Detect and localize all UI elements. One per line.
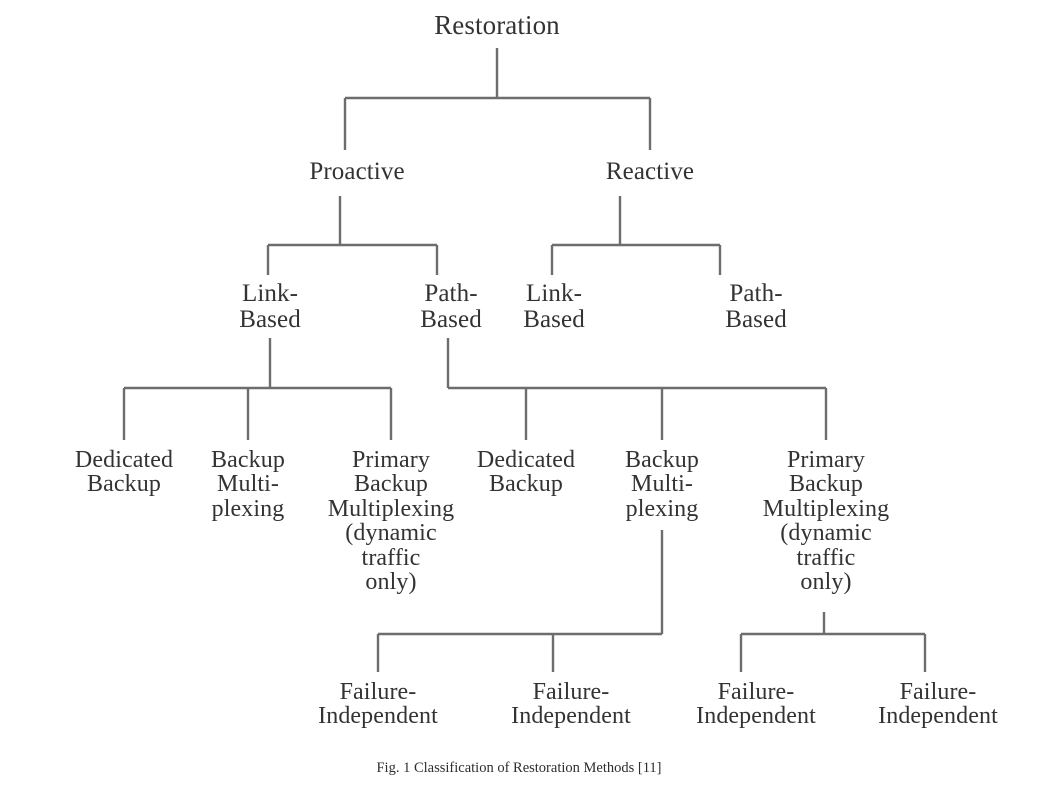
node-failure-independent-3[interactable]: Failure- Independent <box>696 679 816 730</box>
node-reactive-link-based[interactable]: Link- Based <box>523 280 585 333</box>
node-failure-independent-2[interactable]: Failure- Independent <box>511 679 631 730</box>
node-proactive-link-dedicated-backup[interactable]: Dedicated Backup <box>74 447 174 498</box>
node-reactive-path-based[interactable]: Path- Based <box>725 280 787 333</box>
node-proactive-path-backup-multiplexing[interactable]: Backup Multi- plexing <box>625 447 699 522</box>
node-restoration[interactable]: Restoration <box>434 10 560 40</box>
node-proactive[interactable]: Proactive <box>309 158 405 185</box>
node-proactive-path-primary-backup-multiplexing[interactable]: Primary Backup Multiplexing (dynamic tra… <box>762 447 890 596</box>
node-proactive-path-based[interactable]: Path- Based <box>420 280 482 333</box>
node-reactive[interactable]: Reactive <box>605 158 695 185</box>
node-proactive-path-dedicated-backup[interactable]: Dedicated Backup <box>476 447 576 498</box>
node-proactive-link-primary-backup-multiplexing[interactable]: Primary Backup Multiplexing (dynamic tra… <box>327 447 455 596</box>
node-failure-independent-1[interactable]: Failure- Independent <box>318 679 438 730</box>
figure-caption: Fig. 1 Classification of Restoration Met… <box>376 760 662 776</box>
node-proactive-link-backup-multiplexing[interactable]: Backup Multi- plexing <box>211 447 285 522</box>
node-failure-independent-4[interactable]: Failure- Independent <box>878 679 998 730</box>
node-proactive-link-based[interactable]: Link- Based <box>239 280 301 333</box>
